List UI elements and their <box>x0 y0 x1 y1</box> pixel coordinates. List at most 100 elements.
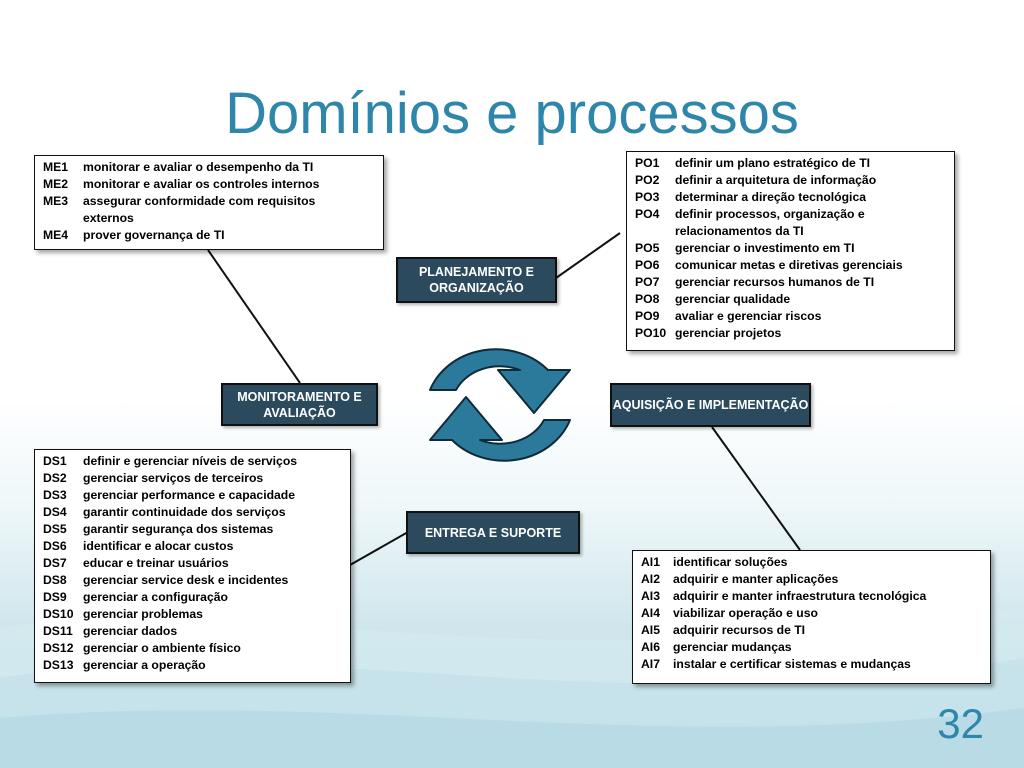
label-planejamento-organizacao: PLANEJAMENTO E ORGANIZAÇÃO <box>396 257 557 303</box>
me-process-desc: monitorar e avaliar os controles interno… <box>83 177 320 191</box>
ds-process-code: DS2 <box>43 471 67 485</box>
po-process-code: PO7 <box>635 275 660 289</box>
ds-process-desc: gerenciar problemas <box>83 607 203 621</box>
ds-process-item: DS3 gerenciar performance e capacidade <box>43 487 342 504</box>
ds-process-desc: gerenciar performance e capacidade <box>83 488 296 502</box>
po-process-item: relacionamentos da TI <box>635 223 946 240</box>
me-process-item: ME1 monitorar e avaliar o desempenho da T… <box>43 159 375 176</box>
ds-process-desc: gerenciar o ambiente físico <box>83 641 241 655</box>
ds-process-code: DS13 <box>43 658 74 672</box>
ai-process-item: AI5 adquirir recursos de TI <box>641 622 982 639</box>
po-process-desc: definir um plano estratégico de TI <box>675 156 871 170</box>
ds-process-item: DS1 definir e gerenciar níveis de serviço… <box>43 453 342 470</box>
me-process-code: ME2 <box>43 177 69 191</box>
po-process-code: PO8 <box>635 292 660 306</box>
ai-process-item: AI7 instalar e certificar sistemas e muda… <box>641 656 982 673</box>
ds-process-item: DS4 garantir continuidade dos serviços <box>43 504 342 521</box>
ai-process-code: AI7 <box>641 657 660 671</box>
ds-process-desc: identificar e alocar custos <box>83 539 234 553</box>
po-process-desc: gerenciar o investimento em TI <box>675 241 855 255</box>
me-process-code: ME3 <box>43 194 69 208</box>
ds-process-item: DS12 gerenciar o ambiente físico <box>43 640 342 657</box>
ai-process-desc: instalar e certificar sistemas e mudança… <box>673 657 911 671</box>
po-process-code: PO3 <box>635 190 660 204</box>
ds-process-desc: gerenciar service desk e incidentes <box>83 573 289 587</box>
po-process-desc: gerenciar projetos <box>675 326 782 340</box>
ds-process-code: DS4 <box>43 505 67 519</box>
po-process-item: PO9 avaliar e gerenciar riscos <box>635 308 946 325</box>
ds-process-desc: garantir continuidade dos serviços <box>83 505 286 519</box>
po-process-code: PO6 <box>635 258 660 272</box>
ds-process-desc: gerenciar a operação <box>83 658 206 672</box>
ds-process-code: DS10 <box>43 607 74 621</box>
ds-process-item: DS6 identificar e alocar custos <box>43 538 342 555</box>
connector-po <box>555 232 621 279</box>
me-process-code: ME4 <box>43 228 69 242</box>
me-process-item: externos <box>43 210 375 227</box>
ai-process-code: AI2 <box>641 572 660 586</box>
me-process-desc: externos <box>83 211 134 225</box>
ai-process-desc: adquirir recursos de TI <box>673 623 806 637</box>
ds-process-desc: gerenciar a configuração <box>83 590 228 604</box>
ai-process-desc: gerenciar mudanças <box>673 640 792 654</box>
po-process-desc: avaliar e gerenciar riscos <box>675 309 822 323</box>
ds-process-code: DS12 <box>43 641 74 655</box>
me-process-desc: monitorar e avaliar o desempenho da TI <box>83 160 314 174</box>
ai-process-code: AI4 <box>641 606 660 620</box>
po-process-code: PO9 <box>635 309 660 323</box>
ds-process-desc: garantir segurança dos sistemas <box>83 522 274 536</box>
ds-process-item: DS10 gerenciar problemas <box>43 606 342 623</box>
po-process-code <box>635 223 675 240</box>
ds-process-code: DS3 <box>43 488 67 502</box>
ds-process-code: DS6 <box>43 539 67 553</box>
ds-process-item: DS7 educar e treinar usuários <box>43 555 342 572</box>
ai-process-item: AI2 adquirir e manter aplicações <box>641 571 982 588</box>
connector-me <box>207 249 301 384</box>
me-process-code: ME1 <box>43 160 69 174</box>
connector-ai <box>711 426 801 551</box>
ds-process-code: DS8 <box>43 573 67 587</box>
me-process-desc: assegurar conformidade com requisitos <box>83 194 316 208</box>
me-process-box: ME1 monitorar e avaliar o desempenho da T… <box>34 155 384 250</box>
po-process-desc: definir processos, organização e <box>675 207 865 221</box>
ds-process-box: DS1 definir e gerenciar níveis de serviço… <box>34 449 351 683</box>
label-monitoramento-avaliacao: MONITORAMENTO E AVALIAÇÃO <box>221 383 378 426</box>
ds-process-item: DS13 gerenciar a operação <box>43 657 342 674</box>
po-process-desc: gerenciar qualidade <box>675 292 791 306</box>
ds-process-code: DS1 <box>43 454 67 468</box>
ds-process-item: DS9 gerenciar a configuração <box>43 589 342 606</box>
ds-process-code: DS9 <box>43 590 67 604</box>
label-aquisicao-implementacao: AQUISIÇÃO E IMPLEMENTAÇÃO <box>610 383 811 427</box>
ds-process-code: DS11 <box>43 624 73 638</box>
ds-process-desc: educar e treinar usuários <box>83 556 229 570</box>
ds-process-desc: gerenciar dados <box>83 624 178 638</box>
po-process-code: PO5 <box>635 241 660 255</box>
po-process-code: PO1 <box>635 156 660 170</box>
connector-ds <box>349 531 409 566</box>
po-process-item: PO3 determinar a direção tecnológica <box>635 189 946 206</box>
label-entrega-suporte: ENTREGA E SUPORTE <box>406 511 580 554</box>
po-process-code: PO10 <box>635 326 667 340</box>
ds-process-item: DS8 gerenciar service desk e incidentes <box>43 572 342 589</box>
cycle-arrows-icon <box>429 348 571 462</box>
me-process-code <box>43 210 83 227</box>
page-number: 32 <box>937 700 984 747</box>
po-process-desc: determinar a direção tecnológica <box>675 190 867 204</box>
ai-process-item: AI6 gerenciar mudanças <box>641 639 982 656</box>
ai-process-code: AI5 <box>641 623 660 637</box>
ds-process-code: DS7 <box>43 556 67 570</box>
ds-process-desc: definir e gerenciar níveis de serviços <box>83 454 298 468</box>
ai-process-code: AI1 <box>641 555 660 569</box>
po-process-item: PO1 definir um plano estratégico de TI <box>635 155 946 172</box>
ai-process-desc: adquirir e manter aplicações <box>673 572 839 586</box>
ds-process-desc: gerenciar serviços de terceiros <box>83 471 264 485</box>
po-process-desc: definir a arquitetura de informação <box>675 173 877 187</box>
ai-process-code: AI6 <box>641 640 660 654</box>
